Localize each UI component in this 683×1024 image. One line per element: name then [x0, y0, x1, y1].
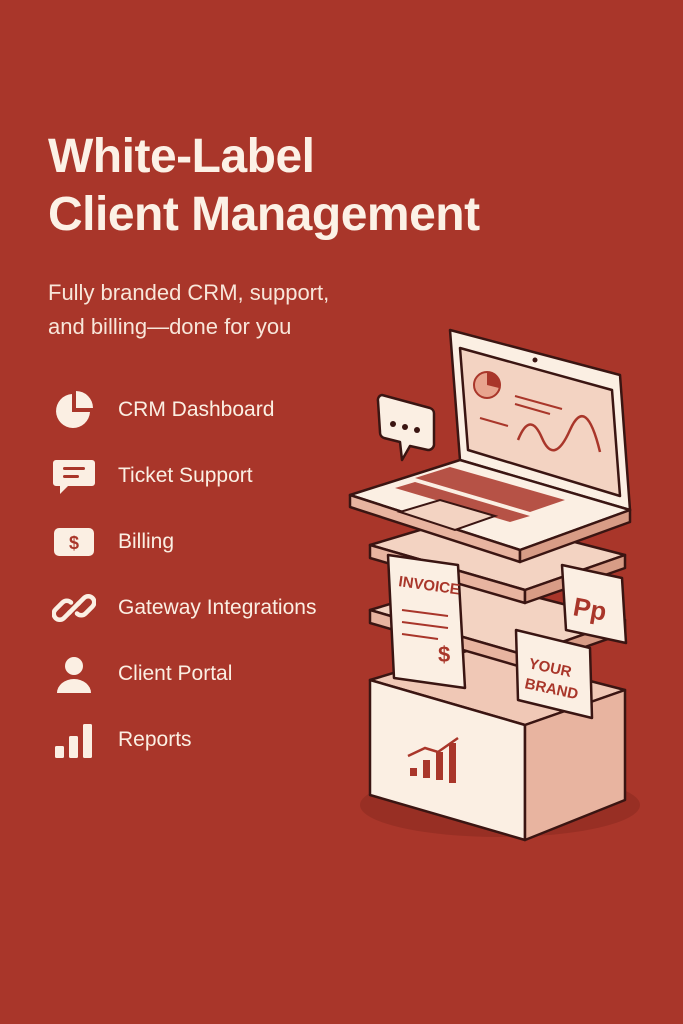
feature-item-gateway-integrations: Gateway Integrations	[52, 586, 316, 630]
pie-chart-icon	[52, 388, 98, 432]
feature-item-client-portal: Client Portal	[52, 652, 316, 696]
server-chart-icon	[407, 736, 459, 783]
invoice-amount: $	[438, 642, 450, 667]
feature-list: CRM Dashboard Ticket Support $ Billing	[52, 388, 316, 784]
subtitle-line-1: Fully branded CRM, support,	[48, 280, 330, 305]
user-icon	[52, 652, 98, 696]
bar-chart-icon	[52, 718, 98, 762]
laptop-trackpad	[396, 498, 499, 532]
subtitle-line-2: and billing—done for you	[48, 314, 292, 339]
dollar-icon: $	[52, 520, 98, 564]
feature-label: Client Portal	[118, 662, 233, 685]
payment-provider-label: Pp	[571, 591, 609, 626]
feature-label: Billing	[118, 530, 175, 553]
feature-item-ticket-support: Ticket Support	[52, 454, 316, 498]
svg-text:$: $	[69, 533, 79, 553]
feature-label: Reports	[118, 728, 192, 751]
feature-label: Gateway Integrations	[118, 596, 317, 619]
page-title: White-Label Client Management	[48, 128, 480, 244]
feature-item-billing: $ Billing	[52, 520, 316, 564]
title-line-1: White-Label	[48, 130, 315, 183]
title-line-2: Client Management	[48, 188, 480, 241]
laptop-keyboard-keys	[395, 467, 565, 522]
feature-item-reports: Reports	[52, 718, 316, 762]
subtitle: Fully branded CRM, support, and billing—…	[48, 276, 329, 344]
chain-link-icon	[52, 586, 98, 630]
platform-illustration: INVOICE $ Pp YOUR BRAND	[348, 328, 640, 842]
invoice-card: INVOICE $	[386, 553, 467, 690]
feature-item-crm-dashboard: CRM Dashboard	[52, 388, 316, 432]
your-brand-card: YOUR BRAND	[514, 628, 594, 720]
speech-bubble-icon	[376, 393, 436, 462]
chat-bubble-icon	[52, 454, 98, 498]
payment-provider-card: Pp	[560, 563, 628, 645]
feature-label: CRM Dashboard	[118, 398, 275, 421]
laptop-screen-content	[473, 371, 602, 453]
feature-label: Ticket Support	[118, 464, 253, 487]
laptop	[348, 328, 632, 564]
